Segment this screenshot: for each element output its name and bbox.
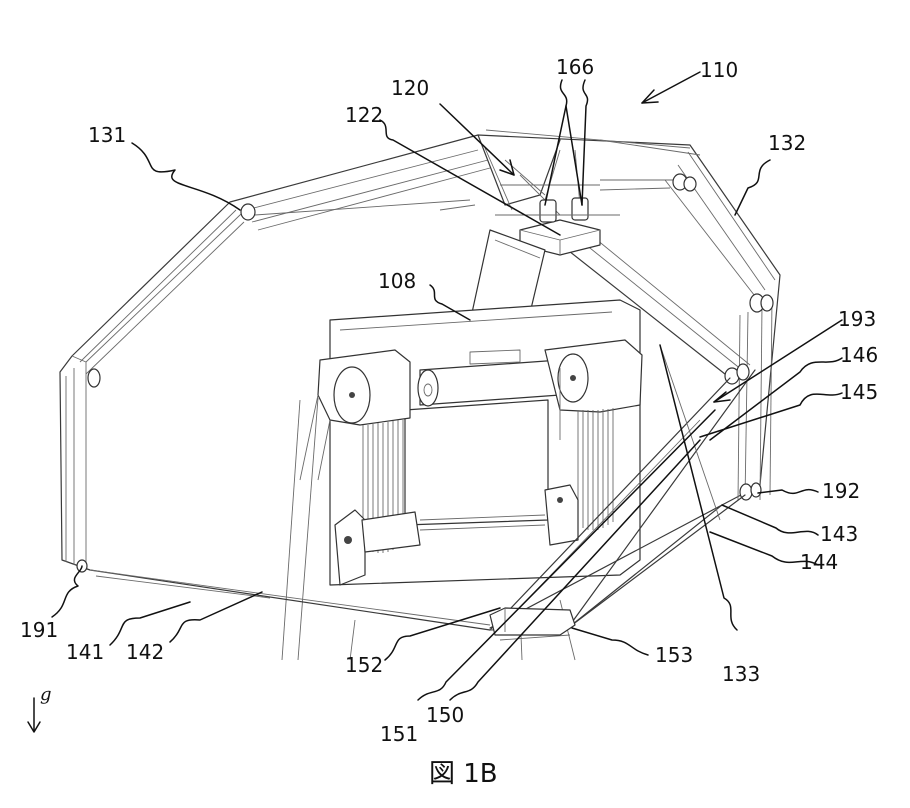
label-108: 108	[378, 269, 416, 293]
label-131: 131	[88, 123, 126, 147]
figure-caption: 図 1B	[429, 759, 498, 789]
label-153: 153	[655, 643, 693, 667]
label-146: 146	[840, 343, 878, 367]
label-142: 142	[126, 640, 164, 664]
label-152: 152	[345, 653, 383, 677]
carriage-assembly	[300, 300, 642, 585]
gravity-arrow: g	[28, 684, 52, 732]
gravity-label: g	[40, 684, 52, 705]
label-192: 192	[822, 479, 860, 503]
label-144: 144	[800, 550, 838, 574]
label-120: 120	[391, 76, 429, 100]
label-132: 132	[768, 131, 806, 155]
label-193: 193	[838, 307, 876, 331]
label-133: 133	[722, 662, 760, 686]
label-166: 166	[556, 55, 594, 79]
label-151: 151	[380, 722, 418, 746]
label-143: 143	[820, 522, 858, 546]
label-145: 145	[840, 380, 878, 404]
label-122: 122	[345, 103, 383, 127]
label-141: 141	[66, 640, 104, 664]
label-150: 150	[426, 703, 464, 727]
label-110: 110	[700, 58, 738, 82]
label-191: 191	[20, 618, 58, 642]
